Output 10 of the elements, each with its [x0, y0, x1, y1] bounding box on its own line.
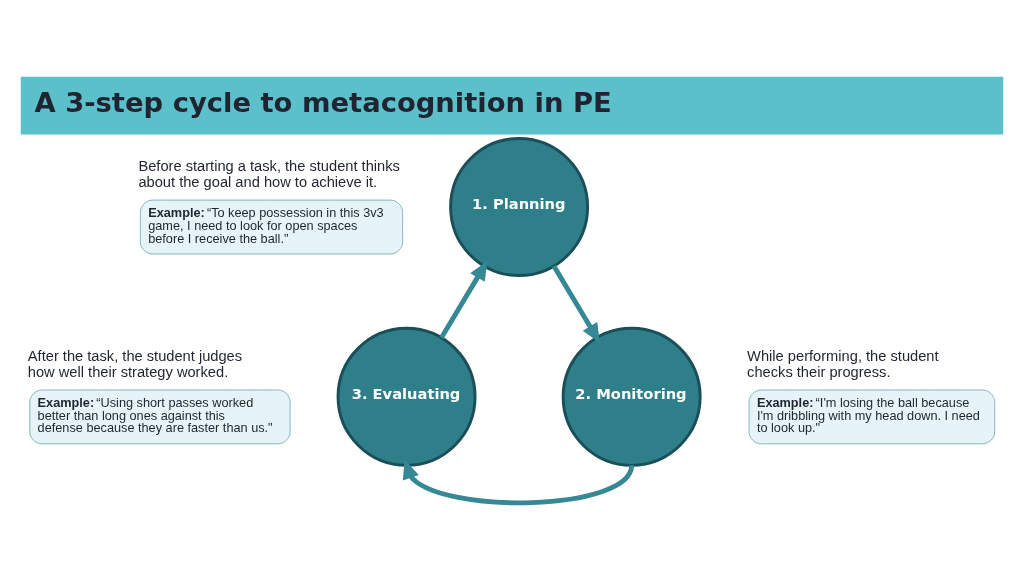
- node-circle: 1. Planning: [449, 137, 590, 277]
- arrow: [402, 459, 634, 506]
- arrow: [551, 264, 600, 343]
- arrow: [439, 260, 488, 339]
- node-label: Before starting a task, the student thinks about the goal and how to achieve it.: [138, 157, 400, 191]
- node-label: After the task, the student judges how well their strategy worked.: [27, 347, 243, 381]
- diagram-title: A 3-step cycle to metacognition in PE: [34, 86, 612, 118]
- node-label: While performing, the student checks their progress.: [747, 347, 939, 381]
- node-circle: 3. Evaluating: [336, 326, 477, 467]
- node-circle: 2. Monitoring: [561, 326, 702, 467]
